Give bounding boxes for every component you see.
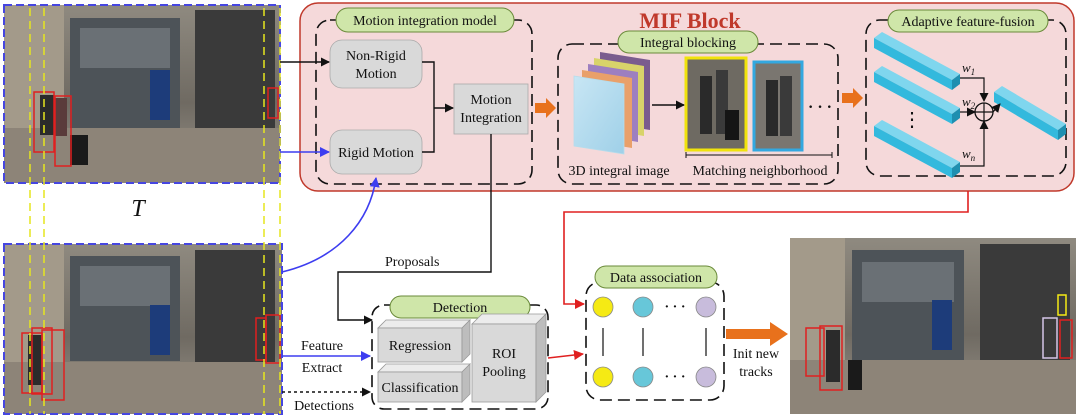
arrow-detection-to-association	[547, 350, 584, 360]
arrow-bottom-frame-to-rigid	[281, 177, 380, 273]
init-label-1: Init new	[733, 347, 780, 362]
motion-merge-arrows	[422, 61, 454, 153]
matching-bracket	[685, 152, 833, 158]
data-association-label: Data association	[610, 271, 702, 286]
guide-lines	[29, 8, 281, 414]
detection-label: Detection	[433, 301, 487, 316]
classification-box	[377, 363, 471, 403]
orange-arrow-init	[726, 322, 788, 346]
frame-top-label: T	[131, 196, 146, 222]
non-rigid-motion-node	[329, 39, 423, 89]
roi-pooling-box	[471, 313, 547, 403]
rigid-motion-label: Rigid Motion	[338, 146, 414, 161]
frame-result-photo	[790, 238, 1076, 414]
detection-label-bg	[389, 295, 531, 319]
association-nodes	[592, 296, 717, 388]
weight-w1: w1	[962, 60, 975, 77]
patch-cyan	[752, 60, 804, 152]
data-association-label-bg	[594, 265, 718, 289]
regression-box	[377, 319, 471, 363]
patch-ellipsis: · · ·	[808, 99, 832, 116]
frame-bottom-photo	[3, 243, 283, 415]
arrow-mif-to-association	[563, 191, 969, 309]
proposals-arrow	[337, 134, 492, 325]
matching-label: Matching neighborhood	[693, 164, 828, 179]
init-label-2: tracks	[739, 365, 772, 380]
integral-blocking-label-bg	[617, 30, 759, 54]
proposals-label: Proposals	[385, 255, 439, 270]
fusion-bars	[874, 32, 1066, 178]
feature-extract-label-1: Feature	[301, 339, 343, 354]
motion-integration-label-1: Motion	[470, 93, 511, 108]
roi-label-2: Pooling	[482, 365, 526, 380]
association-ellipsis-bottom: · · ·	[664, 370, 685, 385]
integral-image-label: 3D integral image	[568, 164, 669, 179]
non-rigid-label-2: Motion	[355, 67, 396, 82]
fusion-vdots: ⋮	[902, 109, 922, 131]
integral-blocking-label: Integral blocking	[640, 36, 736, 51]
roi-label-1: ROI	[492, 347, 516, 362]
patch-yellow	[684, 56, 748, 152]
fusion-weight-arrows	[960, 77, 1001, 167]
motion-model-label: Motion integration model	[353, 14, 497, 29]
orange-arrow-2	[842, 88, 863, 108]
orange-arrow-1	[535, 98, 556, 118]
classification-label: Classification	[382, 381, 459, 396]
feature-extract-label-2: Extract	[302, 361, 343, 376]
non-rigid-label-1: Non-Rigid	[346, 49, 406, 64]
motion-integration-label-2: Integration	[460, 111, 521, 126]
feature-fusion-group	[865, 19, 1067, 177]
feature-fusion-label-bg	[887, 9, 1049, 33]
association-ellipsis-top: · · ·	[664, 300, 685, 315]
weight-w2: w2	[962, 94, 976, 111]
motion-integration-node	[453, 83, 529, 135]
motion-model-label-bg	[335, 7, 515, 33]
mif-title: MIF Block	[639, 8, 741, 33]
integral-image-stack	[573, 52, 650, 155]
feature-fusion-label: Adaptive feature-fusion	[901, 15, 1034, 30]
frame-top-photo	[3, 4, 281, 184]
weight-wn: wn	[962, 146, 976, 163]
regression-label: Regression	[389, 339, 451, 354]
detections-label: Detections	[294, 399, 354, 414]
